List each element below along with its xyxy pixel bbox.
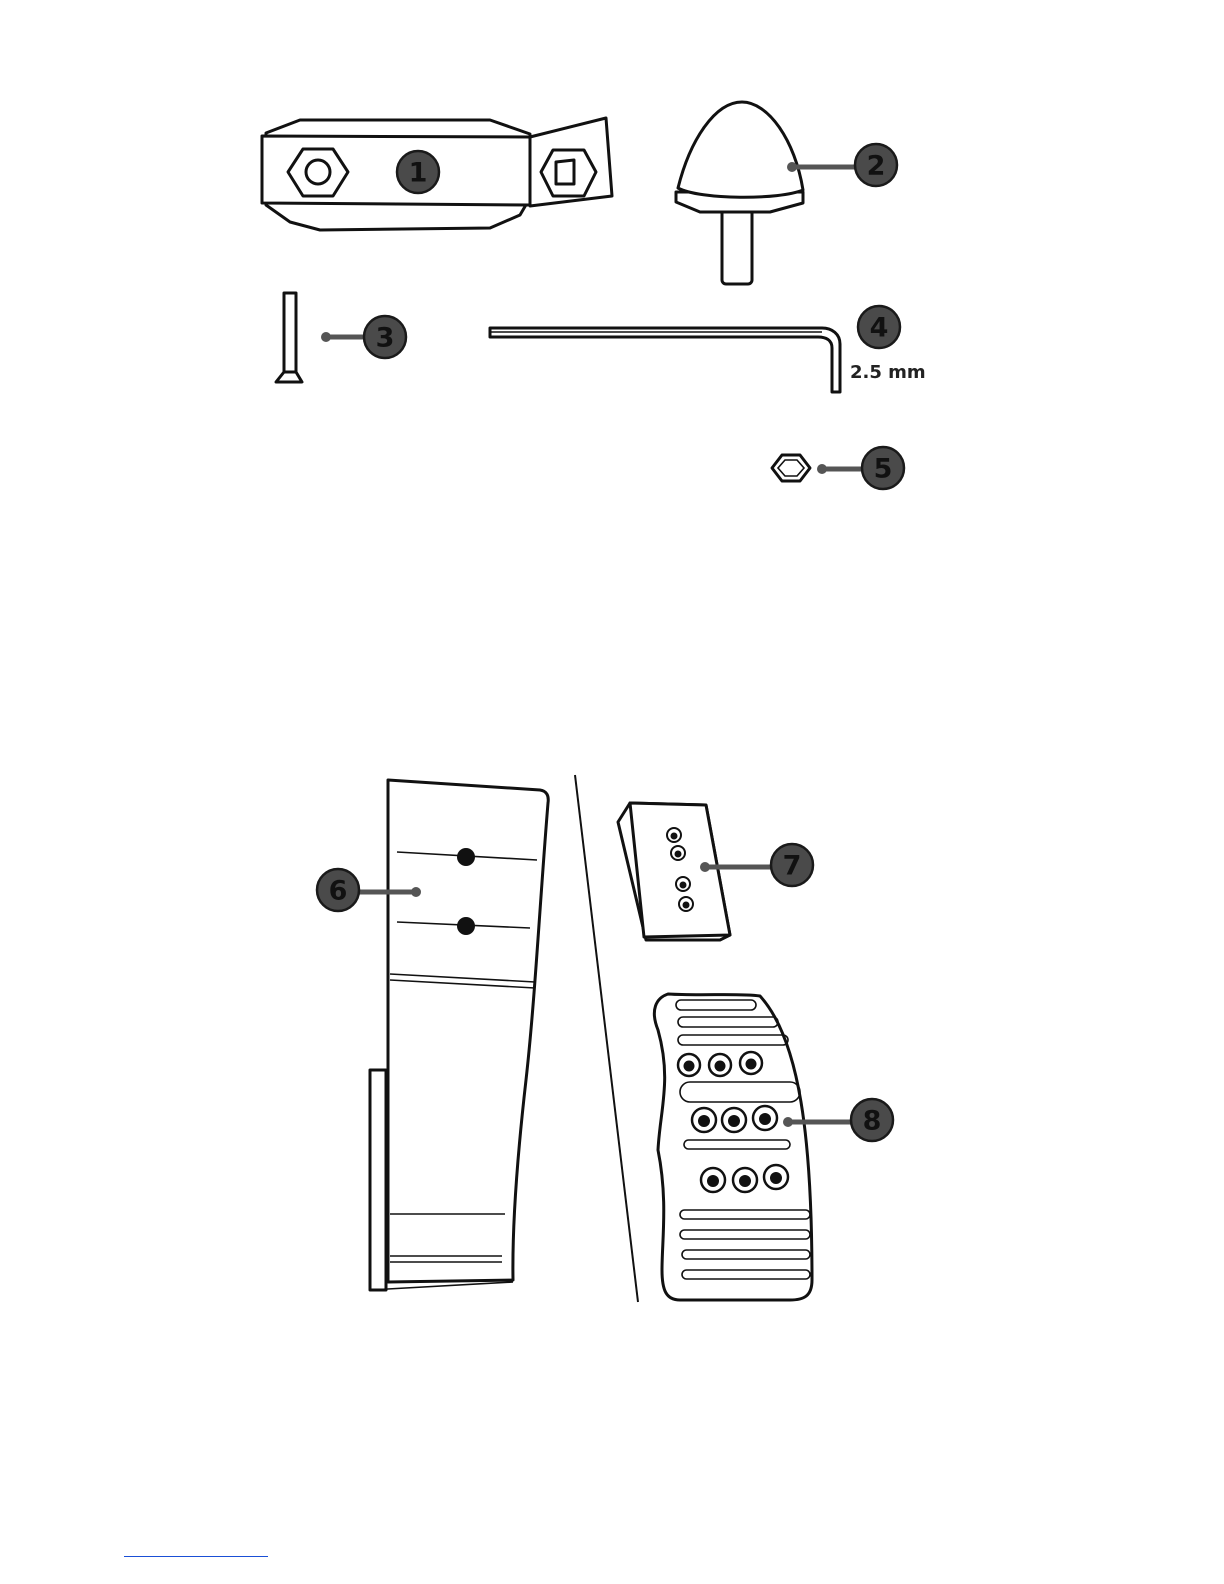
hex-nut-part — [772, 455, 810, 481]
callout-2: 2 — [787, 144, 897, 186]
screw-part — [276, 293, 302, 382]
badge-4-label: 4 — [870, 313, 889, 344]
badge-3-label: 3 — [376, 323, 395, 354]
badge-7-label: 7 — [783, 851, 802, 882]
badge-8-label: 8 — [863, 1106, 882, 1137]
pedal-arm-part — [370, 780, 548, 1290]
pedal-block-part — [618, 803, 730, 940]
footer-link-underline[interactable] — [124, 1556, 268, 1557]
callout-1: 1 — [397, 151, 439, 193]
cone-bumper-part — [676, 102, 803, 284]
hex-key-part — [490, 328, 840, 392]
callout-3: 3 — [321, 316, 406, 358]
badge-1-label: 1 — [409, 158, 428, 189]
badge-2-label: 2 — [867, 151, 886, 182]
callout-4: 4 2.5 mm — [850, 306, 926, 383]
callout-5: 5 — [817, 447, 904, 489]
pedal-pad-part — [654, 994, 812, 1300]
badge-5-label: 5 — [874, 454, 893, 485]
hex-key-size-label: 2.5 mm — [850, 362, 926, 383]
badge-6-label: 6 — [329, 876, 348, 907]
